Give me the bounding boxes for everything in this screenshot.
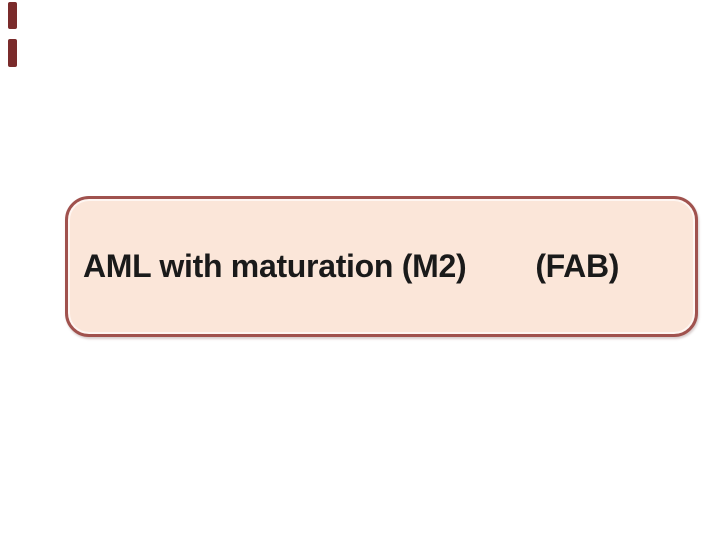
aml-m2-card: AML with maturation (M2) (FAB): [65, 196, 698, 337]
card-text-row: AML with maturation (M2) (FAB): [83, 248, 619, 285]
card-title: AML with maturation (M2): [83, 248, 467, 284]
card-classification-label: (FAB): [535, 248, 620, 284]
corner-decoration-bar-bottom: [8, 39, 17, 67]
corner-decoration-bar-top: [8, 2, 17, 29]
